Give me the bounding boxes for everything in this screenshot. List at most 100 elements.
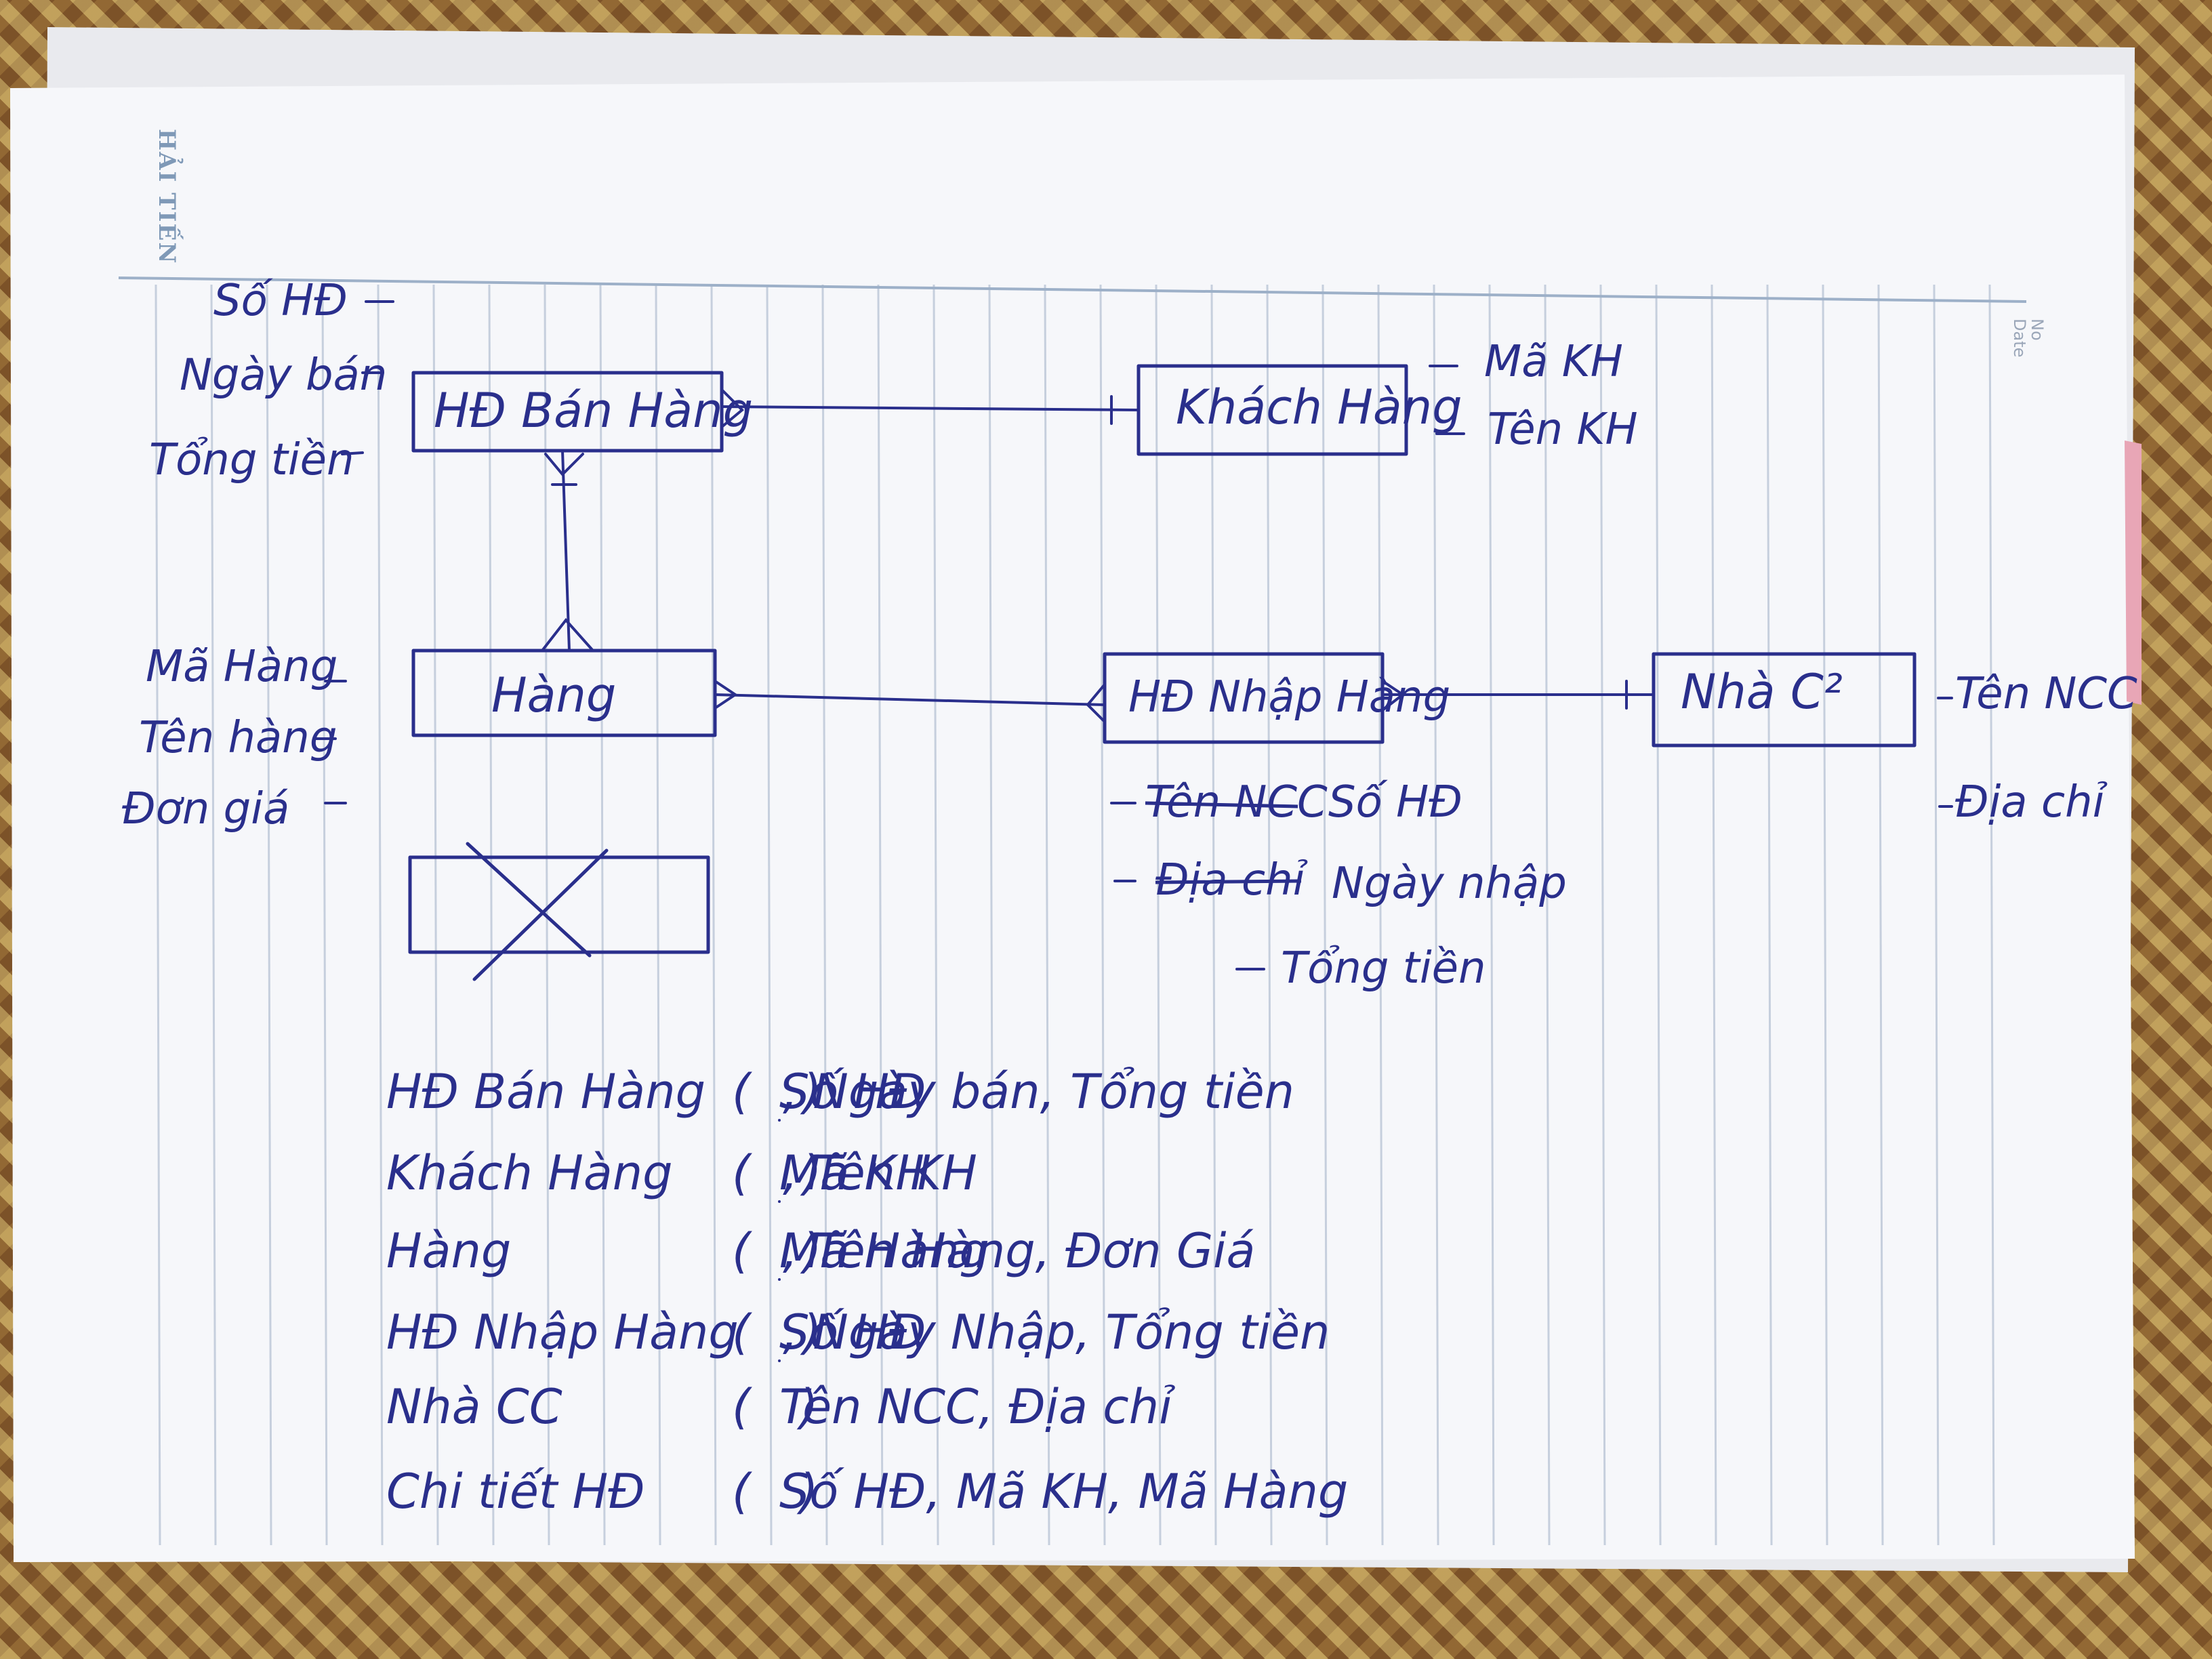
ruled-line bbox=[1322, 284, 1328, 1546]
ruled-line bbox=[488, 284, 495, 1546]
entity-hang: Hàng bbox=[411, 649, 717, 737]
relation-open-paren: ( bbox=[732, 1305, 752, 1360]
rel-banhang-khachhang bbox=[720, 388, 1140, 428]
entity-hd-ban-hang: HĐ Bán Hàng bbox=[411, 371, 753, 453]
entity-label: HĐ Bán Hàng bbox=[434, 383, 753, 438]
relation-attributes: , Tên KH bbox=[783, 1145, 977, 1201]
relation-name: Khách Hàng bbox=[386, 1145, 673, 1201]
ruled-line bbox=[1377, 284, 1384, 1546]
attr-text: Mã Hàng bbox=[146, 642, 337, 692]
ruled-line bbox=[1599, 284, 1606, 1546]
ruled-line bbox=[155, 284, 161, 1546]
attr-text: Số HĐ bbox=[213, 276, 348, 326]
relation-key: Mã KH bbox=[779, 1145, 931, 1201]
ruled-line bbox=[988, 284, 995, 1546]
ruled-line bbox=[1099, 284, 1106, 1546]
relation-attributes: , Tên Hàng, Đơn Giá bbox=[783, 1223, 1255, 1279]
attrs-nha-cc: Tên NCC Địa chỉ bbox=[1937, 669, 2137, 827]
relation-key: Mã Hàng bbox=[779, 1223, 989, 1279]
attrs-hang: Mã Hàng Tên hàng Đơn giá bbox=[122, 642, 347, 834]
relation-name: HĐ Nhập Hàng bbox=[386, 1305, 739, 1360]
relation-close-paren: ) bbox=[796, 1464, 818, 1519]
ruled-line bbox=[933, 284, 939, 1546]
attr-text: Ngày nhập bbox=[1332, 859, 1567, 909]
attr-text: Ngày bán bbox=[180, 350, 387, 401]
header-rule bbox=[118, 276, 2027, 303]
attr-text: Tổng tiền bbox=[149, 435, 354, 485]
attrs-hd-nhap-hang: Tên NCC Số HĐ Địa chỉ Ngày nhập Tổng tiề… bbox=[1110, 777, 1567, 994]
ruled-lines bbox=[155, 284, 1995, 1546]
ruled-line bbox=[1266, 284, 1273, 1546]
schema-row: Chi tiết HĐ ( Số HĐ, Mã KH, Mã Hàng) bbox=[386, 1464, 1348, 1519]
attr-text: Số HĐ bbox=[1328, 777, 1462, 827]
entity-label: Khách Hàng bbox=[1176, 380, 1462, 435]
schema-row: HĐ Nhập Hàng( Số HĐ, Ngày Nhập, Tổng tiền… bbox=[386, 1305, 1330, 1362]
schema-row: Khách Hàng ( Mã KH, Tên KH) bbox=[386, 1145, 977, 1203]
attr-text: Địa chỉ bbox=[1955, 777, 2108, 827]
schema-row: HĐ Bán Hàng ( Số HĐ, Ngày bán, Tổng tiền) bbox=[386, 1064, 1294, 1122]
no-label: No bbox=[2028, 319, 2047, 341]
schema-row: Nhà CC ( Tên NCC, Địa chỉ) bbox=[386, 1379, 1175, 1435]
attr-text: Tên hàng bbox=[139, 713, 337, 763]
ruled-line bbox=[432, 284, 439, 1546]
ruled-line bbox=[655, 284, 661, 1546]
relation-key: Số HĐ bbox=[779, 1305, 926, 1360]
entity-label: HĐ Nhập Hàng bbox=[1128, 672, 1450, 722]
relation-open-paren: ( bbox=[732, 1379, 752, 1435]
relation-name: Chi tiết HĐ bbox=[386, 1464, 644, 1519]
ruled-line bbox=[1155, 284, 1162, 1546]
relation-close-paren: ) bbox=[796, 1379, 818, 1435]
ruled-line bbox=[821, 284, 828, 1546]
ruled-line bbox=[1544, 284, 1551, 1546]
brand-logo-text: HẢI TIẾN bbox=[153, 129, 184, 264]
ruled-line bbox=[1433, 284, 1439, 1546]
rel-banhang-hang bbox=[541, 449, 594, 652]
ruled-line bbox=[877, 284, 884, 1546]
ruled-line bbox=[210, 284, 217, 1546]
attr-text: Tên NCC bbox=[1955, 669, 2137, 719]
relation-attributes: , Ngày Nhập, Tổng tiền bbox=[783, 1305, 1330, 1360]
relation-name: Nhà CC bbox=[386, 1379, 562, 1435]
ruled-line bbox=[1210, 284, 1217, 1546]
attrs-hd-ban-hang: Số HĐ Ngày bán Tổng tiền bbox=[149, 276, 394, 485]
attr-text: Đơn giá bbox=[122, 784, 289, 834]
ruled-line bbox=[1822, 284, 1828, 1546]
relation-key: Số HĐ bbox=[779, 1064, 926, 1120]
relation-close-paren: ) bbox=[800, 1064, 821, 1120]
ruled-line bbox=[377, 284, 384, 1546]
ruled-line bbox=[599, 284, 606, 1546]
relation-attributes: Số HĐ, Mã KH, Mã Hàng bbox=[779, 1464, 1348, 1519]
attrs-khach-hang: Mã KH Tên KH bbox=[1429, 337, 1638, 455]
ruled-line bbox=[266, 284, 272, 1546]
ruled-line bbox=[710, 284, 717, 1546]
attr-text: Tên KH bbox=[1488, 405, 1638, 455]
schema-row: Hàng(Mã Hàng, Tên Hàng, Đơn Giá) bbox=[386, 1223, 1255, 1281]
ruled-line bbox=[1044, 284, 1050, 1546]
crossed-out-box bbox=[408, 842, 710, 981]
entity-hd-nhap-hang: HĐ Nhập Hàng bbox=[1103, 652, 1450, 744]
relation-name: HĐ Bán Hàng bbox=[386, 1064, 705, 1120]
date-label: Date bbox=[2010, 319, 2029, 357]
ruled-line bbox=[766, 284, 773, 1546]
relation-name: Hàng bbox=[386, 1223, 511, 1279]
pink-page-edge bbox=[2125, 441, 2142, 705]
rel-hang-nhaphang bbox=[714, 680, 1106, 723]
ruled-line bbox=[1933, 284, 1940, 1546]
relation-open-paren: ( bbox=[732, 1145, 752, 1201]
relation-open-paren: ( bbox=[732, 1464, 752, 1519]
relational-schema: HĐ Bán Hàng(Số HĐ, Ngày bán, Tổng tiền)K… bbox=[386, 1064, 1348, 1519]
ruled-line bbox=[1988, 284, 1995, 1546]
relation-attributes: , Ngày bán, Tổng tiền bbox=[783, 1064, 1294, 1120]
relation-open-paren: ( bbox=[732, 1064, 752, 1120]
entity-label: Nhà C² bbox=[1681, 664, 1843, 720]
ruled-line bbox=[1488, 284, 1495, 1546]
relation-attributes: Tên NCC, Địa chỉ bbox=[779, 1379, 1175, 1435]
ruled-line bbox=[1877, 284, 1884, 1546]
rel-nhaphang-nhacc bbox=[1381, 680, 1655, 712]
ruled-line bbox=[1711, 284, 1717, 1546]
relation-close-paren: ) bbox=[800, 1305, 821, 1360]
entity-label: Hàng bbox=[491, 668, 616, 723]
relation-close-paren: ) bbox=[800, 1223, 821, 1279]
relation-close-paren: ) bbox=[800, 1145, 821, 1201]
